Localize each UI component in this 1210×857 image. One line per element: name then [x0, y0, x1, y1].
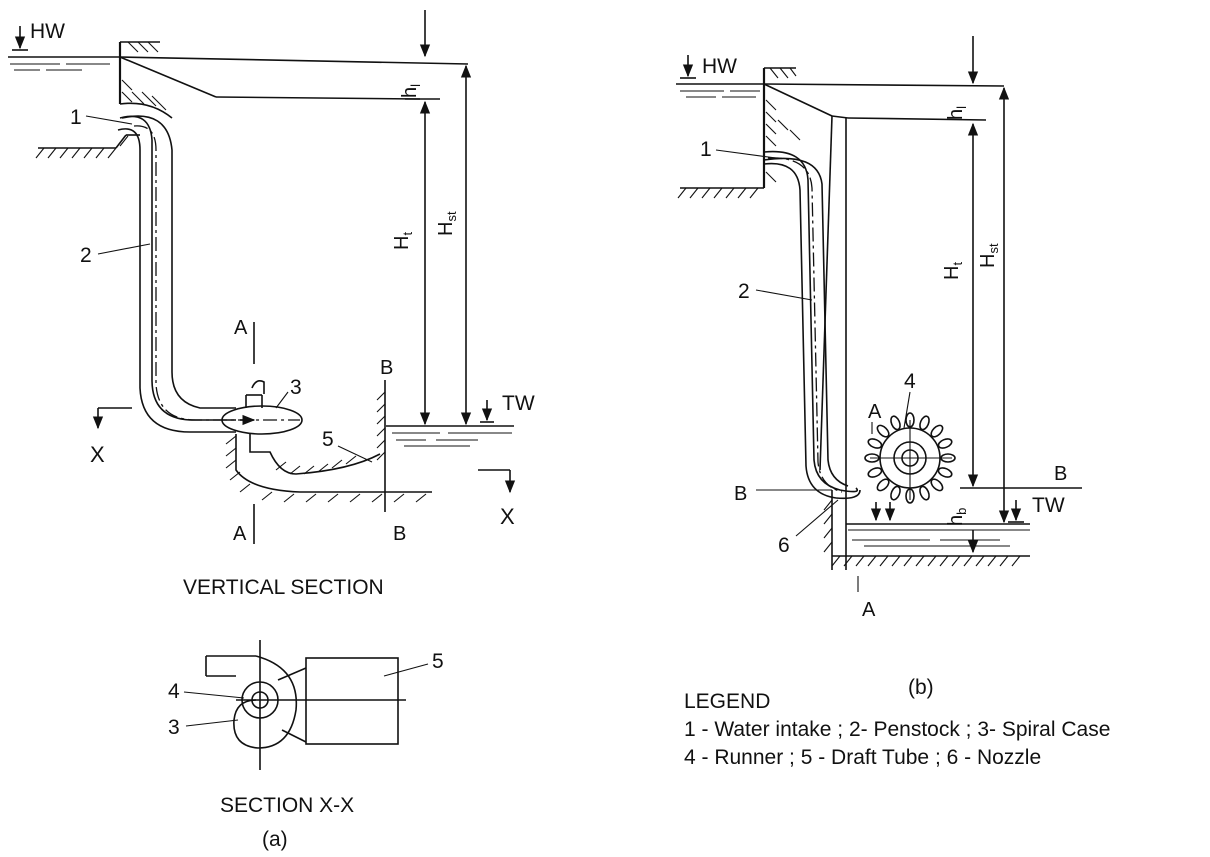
runner-bucket — [876, 424, 890, 438]
leaders-a: 1 2 3 5 — [70, 106, 373, 463]
a-top-label-b: A — [868, 401, 882, 423]
svg-text:hb: hb — [945, 508, 969, 526]
a-top-label-a: A — [234, 317, 248, 339]
tailrace-a: TW — [376, 380, 535, 512]
runner-bucket — [905, 412, 915, 428]
tw-label-b: TW — [1032, 494, 1065, 517]
runner-bucket — [930, 478, 944, 492]
spiral-case-a — [221, 380, 303, 435]
hw-label-b: HW — [702, 55, 737, 78]
num-1-a: 1 — [70, 106, 82, 129]
b-left-label-b: B — [734, 483, 747, 505]
svg-text:Hst: Hst — [435, 211, 459, 236]
b-right-label-b: B — [1054, 463, 1067, 485]
head-dimensions-b: hl Ht Hst hb — [941, 36, 1082, 554]
x-right-label-a: X — [500, 504, 515, 529]
hw-label-a: HW — [30, 20, 65, 43]
ground-left-a — [35, 134, 140, 159]
svg-text:hl: hl — [399, 84, 423, 98]
runner-bucket — [890, 485, 901, 501]
a-bottom-label-a: A — [233, 523, 247, 545]
runner-bucket — [905, 488, 915, 504]
fig-b-caption: (b) — [908, 676, 934, 699]
runner-bucket — [930, 424, 944, 438]
dam-wall-a — [118, 41, 469, 119]
runner-bucket — [937, 438, 953, 449]
section-xx-caption: SECTION X-X — [220, 794, 354, 817]
num-3-a: 3 — [290, 376, 302, 399]
svg-text:Hst: Hst — [977, 243, 1001, 268]
penstock-a — [117, 115, 300, 433]
section-markers-a: A A B B X X — [90, 317, 516, 545]
runner-bucket — [890, 415, 901, 431]
num-5-a: 5 — [322, 428, 334, 451]
runner-bucket — [876, 478, 890, 492]
section-markers-b: A A B B — [734, 401, 1067, 621]
hst-label-b: H — [977, 254, 999, 268]
runner-bucket — [937, 467, 953, 478]
runner-bucket — [919, 415, 930, 431]
figure-a: HW — [8, 10, 535, 851]
hl-label-b: h — [945, 109, 967, 120]
runner-bucket — [940, 453, 956, 463]
svg-text:Ht: Ht — [391, 232, 415, 250]
hb-label-b: h — [945, 515, 967, 526]
num-4-section: 4 — [168, 680, 180, 703]
section-xx-drawing: 4 3 5 — [168, 640, 444, 770]
headwater-surface-b: HW — [676, 55, 764, 98]
ground-left-b — [677, 187, 764, 199]
head-dimensions-a: hl Ht Hst — [391, 10, 472, 426]
runner-bucket — [867, 438, 883, 449]
legend-line-1: 1 - Water intake ; 2- Penstock ; 3- Spir… — [684, 718, 1111, 741]
a-bottom-label-b: A — [862, 599, 876, 621]
num-6-b: 6 — [778, 534, 790, 557]
runner-bucket — [919, 485, 930, 501]
penstock-b — [763, 150, 861, 500]
figure-b: HW — [676, 36, 1082, 699]
hst-label-a: H — [435, 222, 457, 236]
x-left-label-a: X — [90, 442, 105, 467]
dam-wall-b — [762, 67, 1005, 490]
num-1-b: 1 — [700, 138, 712, 161]
headwater-surface-a: HW — [8, 20, 120, 71]
svg-text:Ht: Ht — [941, 262, 965, 280]
num-2-b: 2 — [738, 280, 750, 303]
num-5-section: 5 — [432, 650, 444, 673]
tw-label-a: TW — [502, 392, 535, 415]
legend-title: LEGEND — [684, 690, 771, 713]
ht-label-a: H — [391, 236, 413, 250]
fig-a-caption: (a) — [262, 828, 288, 851]
ht-label-b: H — [941, 266, 963, 280]
num-4-b: 4 — [904, 370, 916, 393]
legend-line-2: 4 - Runner ; 5 - Draft Tube ; 6 - Nozzle — [684, 746, 1042, 769]
runner-bucket — [867, 467, 883, 478]
draft-tube-a — [225, 434, 432, 503]
b-bottom-label-a: B — [393, 523, 406, 545]
vertical-section-caption: VERTICAL SECTION — [183, 576, 384, 599]
leaders-b: 1 2 4 6 — [700, 138, 916, 557]
runner-b — [864, 412, 956, 504]
num-2-a: 2 — [80, 244, 92, 267]
hl-label-a: h — [399, 87, 421, 98]
num-3-section: 3 — [168, 716, 180, 739]
tailwater-b: TW — [823, 490, 1065, 570]
svg-text:hl: hl — [945, 106, 969, 120]
legend: LEGEND 1 - Water intake ; 2- Penstock ; … — [684, 688, 1110, 772]
runner-bucket — [864, 453, 880, 463]
b-top-label-a: B — [380, 357, 393, 379]
